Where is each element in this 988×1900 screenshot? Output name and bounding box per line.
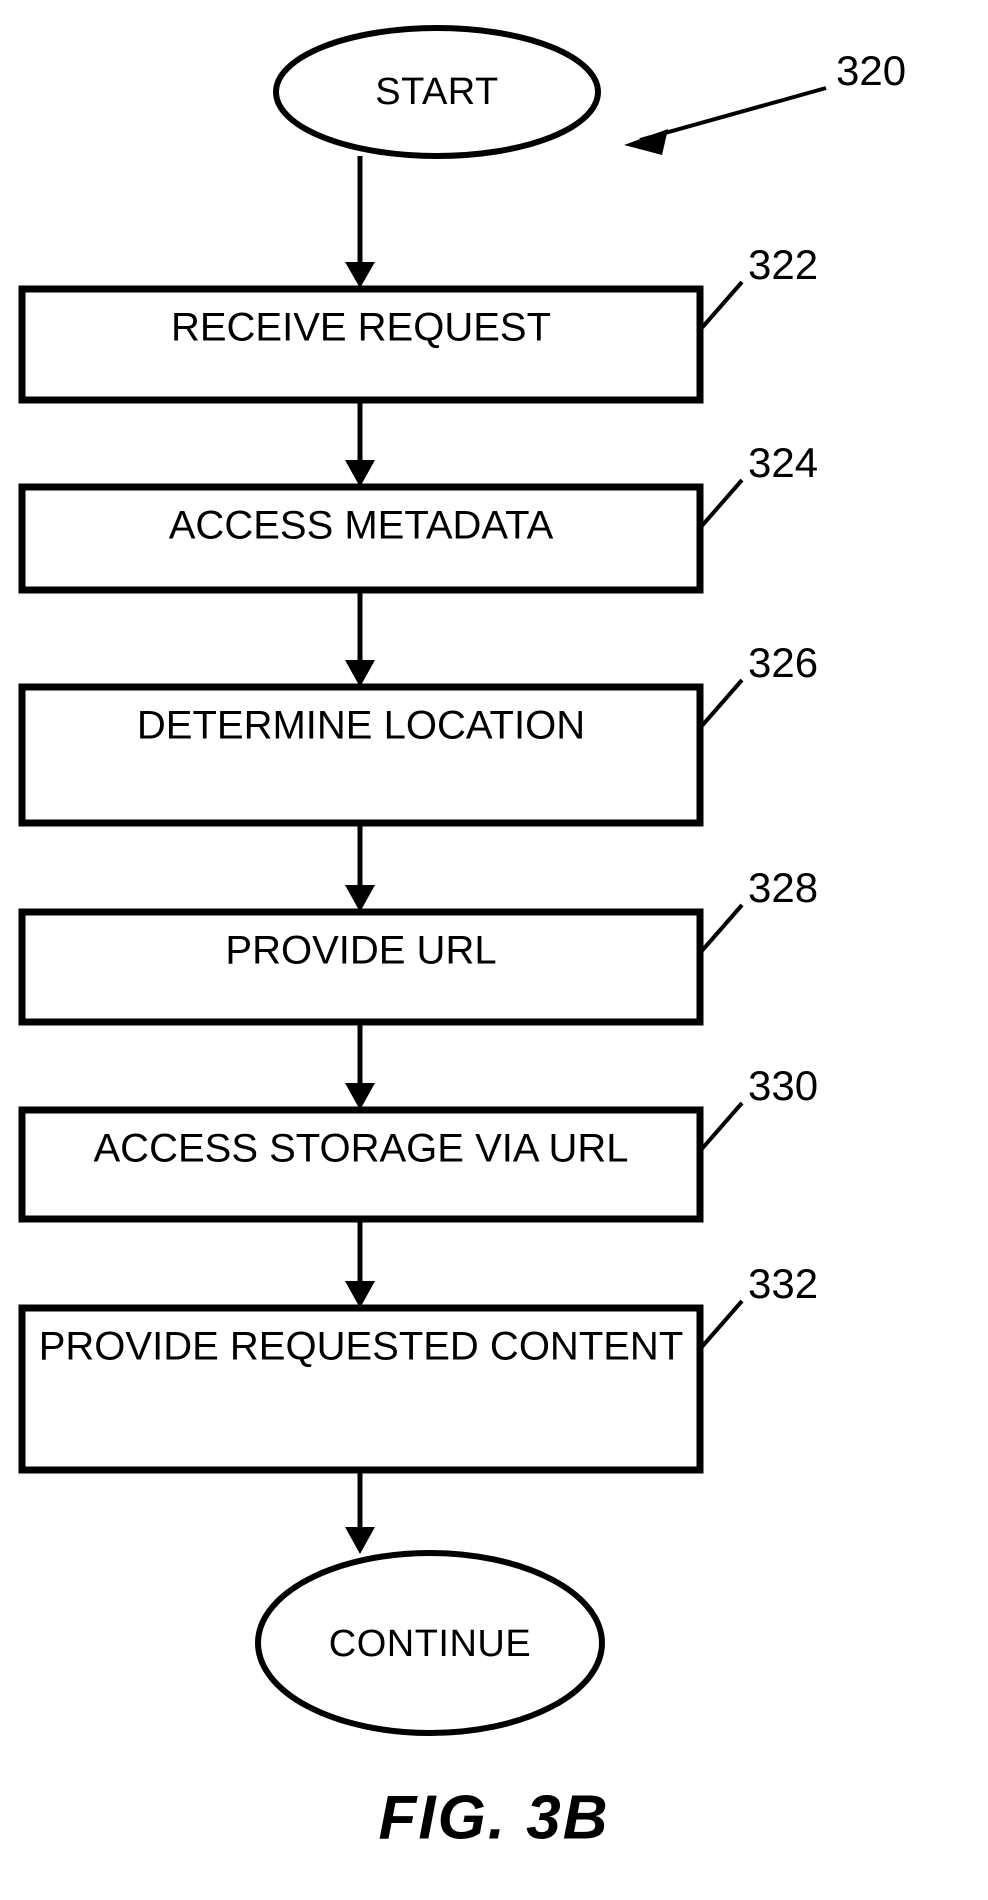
- step-332-reference-label: 332: [748, 1260, 818, 1307]
- connector-arrow-head: [345, 262, 375, 288]
- start-node-ellipse: [273, 25, 601, 159]
- step-328-provide-url: PROVIDE URL 328: [18, 864, 818, 1026]
- start-node-label: START: [375, 71, 499, 113]
- connector-arrow-head: [345, 885, 375, 912]
- connector-step-332-to-end: [345, 1470, 375, 1554]
- step-326-leader-line: [698, 678, 744, 730]
- step-332-provide-requested-content: PROVIDE REQUESTED CONTENT 332: [18, 1260, 818, 1474]
- connector-arrow-head: [345, 1083, 375, 1110]
- reference-320-label: 320: [836, 47, 906, 94]
- step-332-leader-line: [698, 1299, 744, 1351]
- reference-320-leader-line: [639, 86, 827, 142]
- step-330-label: ACCESS STORAGE VIA URL: [94, 1127, 629, 1171]
- step-326-label: DETERMINE LOCATION: [137, 704, 585, 748]
- step-324-label: ACCESS METADATA: [169, 504, 554, 548]
- step-328-reference-label: 328: [748, 864, 818, 911]
- step-330-access-storage-via-url: ACCESS STORAGE VIA URL 330: [18, 1062, 818, 1223]
- step-330-leader-line: [698, 1101, 744, 1153]
- step-330-reference-label: 330: [748, 1062, 818, 1109]
- connector-step-324-to-step-326: [345, 590, 375, 687]
- step-324-leader-line: [698, 478, 744, 530]
- end-node-label: CONTINUE: [329, 1623, 531, 1665]
- start-node: START: [273, 25, 601, 159]
- reference-320-arrow-head: [624, 129, 668, 155]
- step-328-leader-line: [698, 903, 744, 955]
- step-326-determine-location: DETERMINE LOCATION 326: [18, 639, 818, 827]
- connector-arrow-head: [345, 460, 375, 487]
- connector-arrow-head: [345, 1527, 375, 1554]
- end-node: CONTINUE: [255, 1550, 605, 1736]
- step-322-leader-line: [698, 280, 744, 332]
- connector-step-322-to-step-324: [345, 400, 375, 487]
- step-328-label: PROVIDE URL: [225, 929, 496, 973]
- connector-start-to-step-322: [345, 156, 375, 288]
- step-332-label: PROVIDE REQUESTED CONTENT: [39, 1325, 684, 1369]
- step-324-reference-label: 324: [748, 439, 818, 486]
- end-node-ellipse: [255, 1550, 605, 1736]
- connector-arrow-head: [345, 1281, 375, 1308]
- step-326-box: [18, 683, 704, 827]
- diagram-reference-callout: 320: [624, 47, 906, 155]
- connector-step-330-to-step-332: [345, 1219, 375, 1308]
- step-322-receive-request: RECEIVE REQUEST 322: [18, 241, 818, 404]
- connector-arrow-head: [345, 660, 375, 687]
- step-324-access-metadata: ACCESS METADATA 324: [18, 439, 818, 594]
- step-322-reference-label: 322: [748, 241, 818, 288]
- connector-step-326-to-step-328: [345, 823, 375, 912]
- connector-step-328-to-step-330: [345, 1022, 375, 1110]
- step-322-label: RECEIVE REQUEST: [171, 306, 551, 350]
- figure-caption: FIG. 3B: [378, 1783, 609, 1852]
- step-326-reference-label: 326: [748, 639, 818, 686]
- step-322-box: [18, 285, 704, 404]
